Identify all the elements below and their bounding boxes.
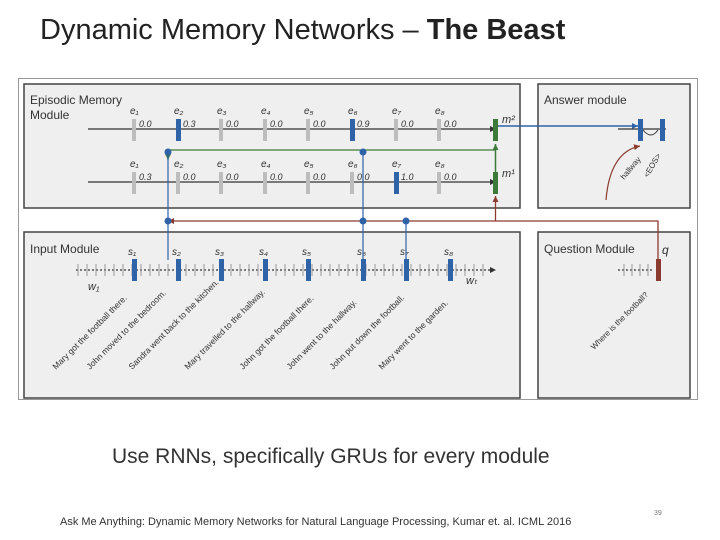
question-to-memory-arrow (168, 218, 659, 259)
m1-cell (493, 172, 498, 194)
sentence-state-label: s₆ (357, 247, 366, 258)
gate-top-value: 0.0 (226, 119, 239, 129)
episode-top-label: e₂ (174, 106, 184, 117)
sentence-state-label: s₈ (444, 247, 453, 258)
s7-junction-dot (402, 217, 410, 225)
title-main: Dynamic Memory Networks – (40, 14, 427, 46)
episode-top-label: e₈ (435, 106, 445, 117)
sentence-state-cell (219, 259, 224, 281)
episode-top-cell (306, 119, 310, 141)
slide-caption: Use RNNs, specifically GRUs for every mo… (112, 445, 550, 468)
episode-bottom-label: e₂ (174, 159, 184, 170)
sentence-state-cell (263, 259, 268, 281)
episode-top-cell (176, 119, 181, 141)
episode-bottom-cell (394, 172, 399, 194)
wt-label: wₜ (466, 275, 478, 287)
episode-bottom-cell (306, 172, 310, 194)
page-number: 39 (654, 510, 662, 517)
episode-top-label: e₆ (348, 106, 358, 117)
answer-module-label: Answer module (544, 93, 627, 107)
episode-bottom-label: e₈ (435, 159, 445, 170)
episode-top-label: e₃ (217, 106, 227, 117)
sentence-state-cell (132, 259, 137, 281)
slide-title: Dynamic Memory Networks – The Beast (40, 14, 565, 47)
s6-junction-dot (359, 217, 367, 225)
episode-top-cell (350, 119, 355, 141)
episode-top-label: e₁ (130, 106, 139, 117)
gate-top-value: 0.3 (183, 119, 196, 129)
sentence-state-cell (404, 259, 409, 281)
episode-top-label: e₄ (261, 106, 271, 117)
sentence-state-cell (306, 259, 311, 281)
sentence-state-cell (448, 259, 453, 281)
m2-cell (493, 119, 498, 141)
question-module-label: Question Module (544, 242, 635, 256)
s6-episode-dot (359, 148, 367, 156)
gate-bottom-value: 0.0 (226, 172, 239, 182)
input-module-box (23, 231, 521, 399)
episode-bottom-cell (437, 172, 441, 194)
gate-bottom-value: 0.0 (444, 172, 457, 182)
gate-bottom-value: 0.3 (139, 172, 152, 182)
sentence-state-label: s₇ (400, 247, 409, 258)
gate-bottom-value: 0.0 (270, 172, 283, 182)
episodic-label-line2: Module (30, 108, 70, 122)
dmn-diagram: Episodic Memory Module Answer module Inp… (18, 78, 698, 400)
sentence-state-cell (361, 259, 366, 281)
episode-top-cell (437, 119, 441, 141)
episode-bottom-label: e₇ (392, 159, 402, 170)
gate-bottom-value: 1.0 (401, 172, 414, 182)
episode-bottom-label: e₃ (217, 159, 227, 170)
episode-bottom-label: e₅ (304, 159, 314, 170)
q-label: q (662, 243, 669, 257)
episodic-label-line1: Episodic Memory (30, 93, 122, 107)
m2-label: m² (502, 114, 515, 126)
question-module-box (537, 231, 691, 399)
episode-top-cell (219, 119, 223, 141)
episode-top-cell (394, 119, 398, 141)
sentence-state-label: s₂ (172, 247, 181, 258)
episode-bottom-cell (176, 172, 180, 194)
sentence-state-label: s₄ (259, 247, 268, 258)
s1-episode-dot (164, 148, 172, 156)
sentence-state-cell (176, 259, 181, 281)
w1-label: w₁ (88, 281, 100, 293)
gate-top-value: 0.9 (357, 119, 370, 129)
paper-reference: Ask Me Anything: Dynamic Memory Networks… (60, 516, 572, 528)
episode-bottom-label: e₆ (348, 159, 358, 170)
episode-top-label: e₇ (392, 106, 402, 117)
gate-top-value: 0.0 (401, 119, 414, 129)
gate-top-value: 0.0 (444, 119, 457, 129)
sentence-state-label: s₃ (215, 247, 224, 258)
episode-bottom-cell (132, 172, 136, 194)
answer-cell-2 (660, 119, 665, 141)
title-bold: The Beast (426, 14, 566, 46)
answer-module-box (537, 83, 691, 209)
answer-feedback-curve (605, 144, 641, 201)
s1-junction-dot (164, 217, 172, 225)
sentence-state-label: s₁ (128, 247, 136, 258)
gate-top-value: 0.0 (270, 119, 283, 129)
episode-top-label: e₅ (304, 106, 314, 117)
episode-bottom-cell (219, 172, 223, 194)
episode-bottom-label: e₄ (261, 159, 271, 170)
episode-top-cell (132, 119, 136, 141)
answer-step-arrow (642, 129, 659, 136)
episode-top-cell (263, 119, 267, 141)
episode-bottom-cell (263, 172, 267, 194)
m1-label: m¹ (502, 168, 515, 180)
sentence-state-label: s₅ (302, 247, 311, 258)
gate-top-value: 0.0 (139, 119, 152, 129)
q-cell (656, 259, 661, 281)
gate-bottom-value: 0.0 (313, 172, 326, 182)
episode-bottom-label: e₁ (130, 159, 139, 170)
episode-bottom-cell (350, 172, 354, 194)
gate-bottom-value: 0.0 (183, 172, 196, 182)
input-module-label: Input Module (30, 242, 100, 256)
gate-top-value: 0.0 (313, 119, 326, 129)
answer-cell-1 (638, 119, 643, 141)
